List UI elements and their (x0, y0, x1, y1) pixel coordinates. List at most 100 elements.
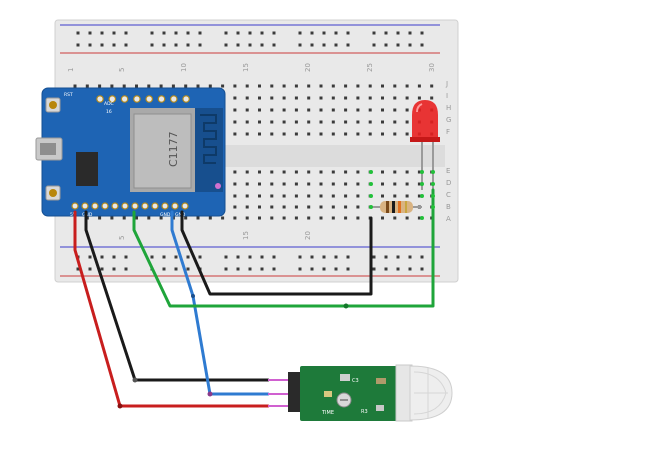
resistor (371, 201, 422, 213)
col-number: 5 (118, 236, 126, 240)
breadboard-hole (430, 84, 434, 88)
rail-hole (198, 31, 202, 35)
rail-hole (322, 255, 326, 259)
breadboard-hole (319, 216, 323, 220)
col-number: 15 (242, 231, 250, 240)
breadboard-hole (405, 120, 409, 124)
rail-hole (298, 31, 302, 35)
breadboard-hole (344, 170, 348, 174)
rail-hole (236, 267, 240, 271)
breadboard-hole (405, 182, 409, 186)
rail-hole (198, 43, 202, 47)
rail-hole (150, 31, 154, 35)
breadboard-hole (368, 120, 372, 124)
breadboard-hole (245, 108, 249, 112)
breadboard-hole (368, 96, 372, 100)
breadboard-hole (319, 120, 323, 124)
led (410, 100, 440, 190)
rail-hole (174, 267, 178, 271)
breadboard-hole (368, 84, 372, 88)
rail-hole (372, 255, 376, 259)
power-rail-top (60, 24, 440, 54)
breadboard-hole (282, 216, 286, 220)
breadboard-hole (294, 170, 298, 174)
rail-hole (124, 255, 128, 259)
row-letter: E (446, 167, 450, 175)
rail-hole (112, 31, 116, 35)
header-pin (81, 202, 89, 210)
breadboard-hole (331, 205, 335, 209)
breadboard-hole (405, 170, 409, 174)
breadboard-hole (245, 96, 249, 100)
rail-hole (260, 31, 264, 35)
breadboard-hole (282, 170, 286, 174)
rail-hole (298, 43, 302, 47)
pin-label: GND (160, 212, 171, 218)
breadboard-hole (356, 132, 360, 136)
rail-hole (76, 31, 80, 35)
breadboard-hole (405, 132, 409, 136)
rail-hole (162, 43, 166, 47)
row-letter: I (446, 92, 448, 100)
rail-hole (310, 267, 314, 271)
breadboard-hole (319, 132, 323, 136)
header-pin (181, 202, 189, 210)
breadboard-hole (331, 170, 335, 174)
rail-hole (272, 255, 276, 259)
col-number: 20 (304, 231, 312, 240)
breadboard-hole (417, 170, 421, 174)
rail-hole (322, 267, 326, 271)
rail-hole (384, 255, 388, 259)
breadboard-hole (98, 84, 102, 88)
breadboard-hole (147, 84, 151, 88)
rail-hole (334, 43, 338, 47)
rail-hole (334, 31, 338, 35)
breadboard-hole (319, 182, 323, 186)
breadboard-hole (258, 108, 261, 112)
breadboard-hole (381, 216, 384, 220)
rail-hole (162, 31, 166, 35)
pin-label: 5V (70, 212, 77, 218)
breadboard-hole (233, 205, 237, 209)
row-letter: F (446, 128, 450, 136)
wire-black-ground (180, 210, 373, 296)
rail-hole (124, 267, 128, 271)
pir-label: TIME (321, 410, 334, 416)
rail-hole (334, 267, 338, 271)
breadboard-hole (208, 216, 212, 220)
rail-hole (88, 255, 92, 259)
breadboard-hole (381, 120, 384, 124)
breadboard-hole (405, 108, 409, 112)
breadboard-hole (417, 84, 421, 88)
antenna (195, 108, 223, 192)
rail-hole (260, 43, 264, 47)
header-pin (133, 95, 141, 103)
breadboard-hole (282, 194, 286, 198)
header-pin (121, 202, 129, 210)
rail-hole (88, 267, 92, 271)
rail-hole (372, 267, 376, 271)
breadboard-hole (356, 170, 360, 174)
pir-sensor: TIME R3 C3 (268, 364, 453, 422)
col-number: 20 (304, 63, 312, 72)
breadboard-hole (381, 96, 384, 100)
breadboard-hole (110, 84, 114, 88)
rail-hole (334, 255, 338, 259)
breadboard-hole (270, 120, 274, 124)
pir-label: C3 (352, 378, 359, 384)
rail-hole (396, 255, 400, 259)
wire-green (132, 188, 435, 308)
breadboard-hole (110, 216, 114, 220)
breadboard-hole (319, 84, 323, 88)
pin-label: ADC (104, 101, 114, 107)
breadboard-hole (233, 84, 237, 88)
breadboard-hole (307, 216, 311, 220)
breadboard-hole (258, 205, 261, 209)
breadboard-hole (356, 182, 360, 186)
breadboard-hole (331, 96, 335, 100)
header-pin (182, 95, 190, 103)
breadboard-hole (282, 120, 286, 124)
breadboard-hole (294, 216, 298, 220)
col-number: 30 (428, 63, 436, 72)
breadboard-hole (258, 84, 261, 88)
